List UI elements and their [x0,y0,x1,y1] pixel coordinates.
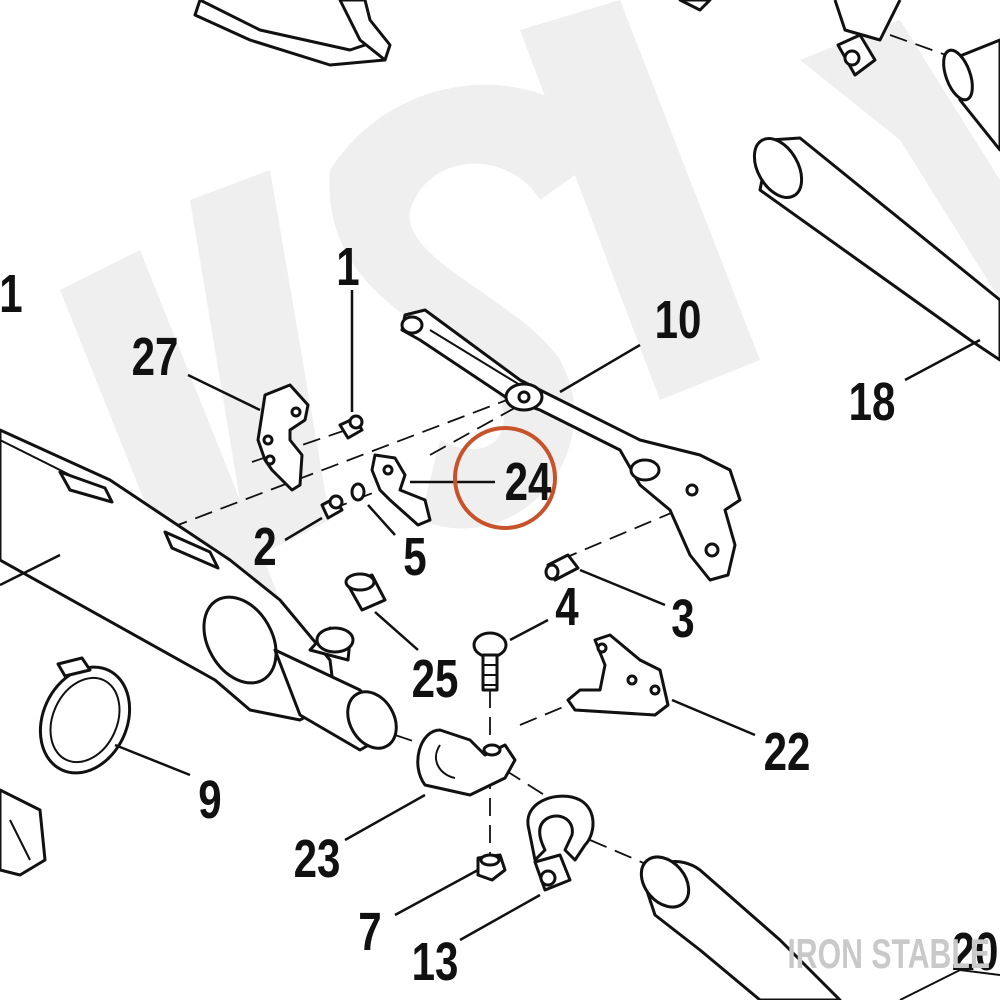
long-pipe-18 [752,136,1000,362]
callout-4: 4 [555,577,578,637]
nut-7 [476,853,507,882]
callout-3: 3 [671,589,694,649]
callout-1-left: 1 [0,264,23,324]
callout-labels: 1 1 27 10 18 2 5 24 3 4 25 22 9 23 7 13 … [0,237,998,992]
left-muffler [0,428,398,752]
clamp-13 [526,794,595,892]
bushing-25 [344,572,387,612]
callout-27: 27 [132,327,179,387]
upper-pipe-end [193,0,712,67]
callout-23: 23 [294,829,341,889]
bracket-22 [566,633,670,717]
callout-2: 2 [253,517,276,577]
highlight-circle [453,426,557,530]
callout-24: 24 [505,452,552,512]
callout-22: 22 [764,722,811,782]
plate-24 [370,453,432,527]
callout-25: 25 [412,649,459,709]
bracket-27 [256,383,310,492]
lower-left-pipe-end [0,788,47,877]
hose-clamp-9 [38,656,132,775]
brand-watermark: IRON STABLE [787,930,990,977]
callout-7: 7 [358,902,381,962]
callout-9: 9 [198,770,221,830]
carriage-bolt-4 [472,631,508,692]
clamp-23 [416,728,517,797]
upper-right-pipe [833,0,1000,152]
callout-13: 13 [412,932,459,992]
callout-18: 18 [849,372,896,432]
leader-lines [0,290,981,942]
callout-5: 5 [403,527,426,587]
callout-10: 10 [655,290,702,350]
callout-1-upper: 1 [336,237,359,297]
callout-20: 20 [952,922,999,982]
bolt-2 [320,494,344,520]
washer-5 [350,482,366,502]
bracket-10 [400,308,742,582]
lower-right-pipe-20 [639,855,1000,1000]
bolt-1 [338,414,364,440]
bolt-3 [544,553,580,582]
